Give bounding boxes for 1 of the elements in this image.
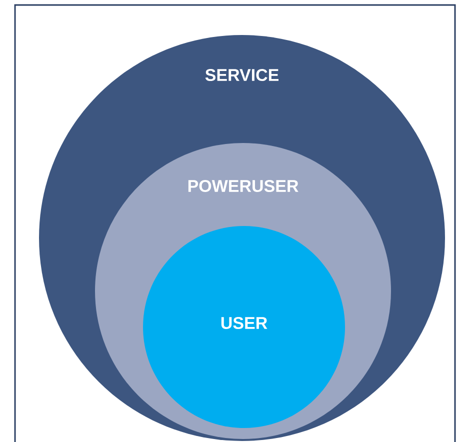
circle-region: USER bbox=[143, 226, 345, 428]
